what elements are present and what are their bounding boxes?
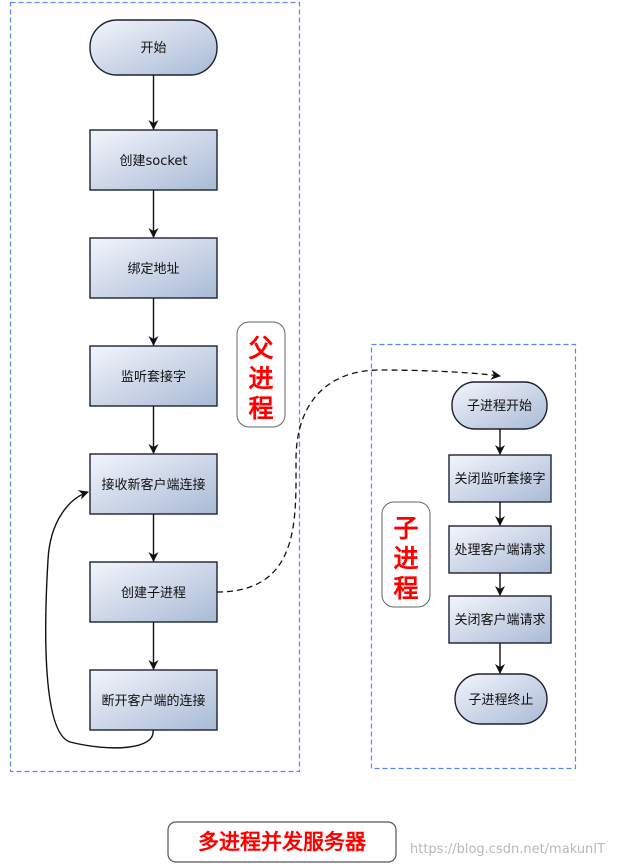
- node-child-end: 子进程终止: [454, 673, 548, 725]
- child-label-char-1: 子: [393, 514, 418, 543]
- node-close-request: 关闭客户端请求: [448, 595, 552, 644]
- child-label: 子 进 程: [381, 501, 431, 608]
- parent-label-char-1: 父: [248, 334, 274, 363]
- node-create-child-label: 创建子进程: [121, 586, 186, 601]
- node-create-socket-label: 创建socket: [119, 154, 187, 169]
- node-handle-request: 处理客户端请求: [448, 525, 552, 574]
- node-start-label: 开始: [140, 41, 166, 56]
- child-label-char-2: 进: [393, 544, 418, 573]
- node-create-socket: 创建socket: [89, 129, 218, 191]
- child-label-char-3: 程: [393, 574, 418, 603]
- node-accept-connection: 接收新客户端连接: [89, 453, 218, 515]
- node-bind-address-label: 绑定地址: [127, 262, 179, 277]
- node-close-listen-label: 关闭监听套接字: [454, 471, 545, 487]
- node-accept-connection-label: 接收新客户端连接: [101, 477, 205, 493]
- parent-label-char-3: 程: [248, 394, 273, 423]
- node-handle-request-label: 处理客户端请求: [454, 542, 545, 558]
- caption: 多进程并发服务器: [167, 821, 397, 863]
- node-listen-socket-label: 监听套接字: [121, 369, 186, 385]
- parent-label-char-2: 进: [248, 364, 273, 393]
- parent-label: 父 进 程: [236, 321, 286, 428]
- node-listen-socket: 监听套接字: [89, 345, 218, 407]
- node-close-client-label: 断开客户端的连接: [101, 693, 205, 709]
- watermark: https://blog.csdn.net/makunIT: [410, 842, 605, 857]
- node-start: 开始: [89, 19, 218, 76]
- node-child-start-label: 子进程开始: [467, 399, 532, 414]
- node-create-child: 创建子进程: [89, 561, 218, 623]
- arrow-fork-to-child: [216, 369, 501, 593]
- node-child-end-label: 子进程终止: [468, 692, 533, 708]
- node-close-listen: 关闭监听套接字: [448, 454, 552, 503]
- node-close-client: 断开客户端的连接: [89, 669, 218, 731]
- caption-text: 多进程并发服务器: [198, 830, 367, 854]
- node-close-request-label: 关闭客户端请求: [454, 612, 545, 628]
- node-bind-address: 绑定地址: [89, 237, 218, 299]
- arrow-loop-back: [45, 490, 154, 749]
- node-child-start: 子进程开始: [451, 381, 548, 430]
- child-process-frame: [370, 343, 577, 770]
- parent-process-frame: [9, 1, 301, 773]
